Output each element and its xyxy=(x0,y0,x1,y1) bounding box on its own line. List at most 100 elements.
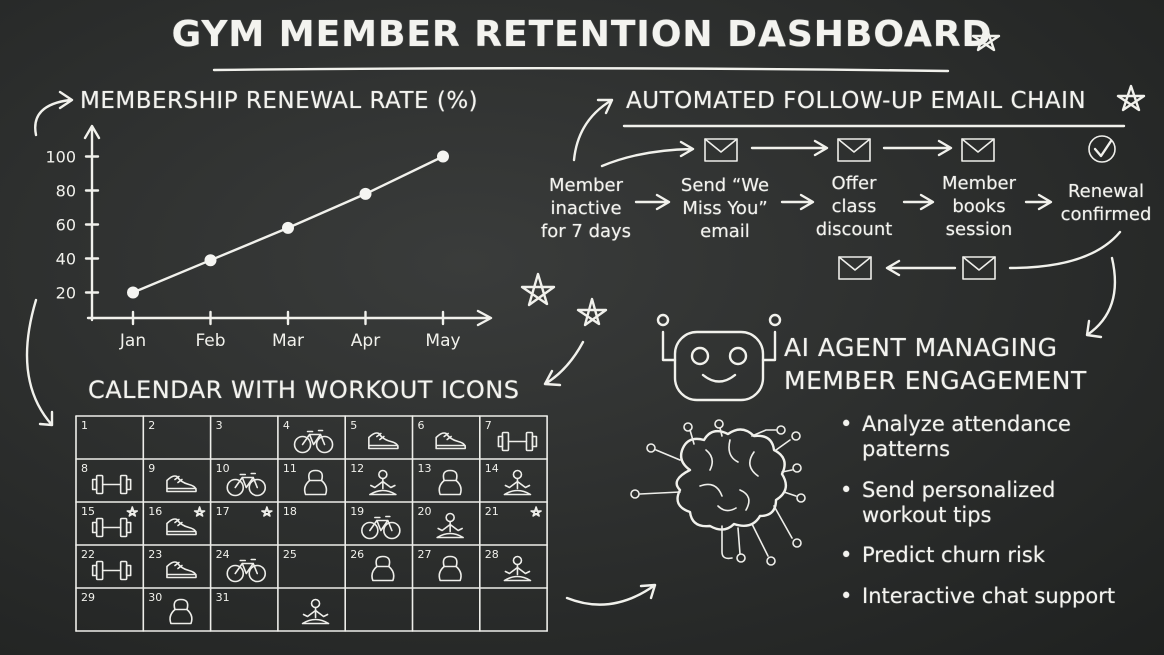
arrow-icon xyxy=(34,90,74,137)
calendar-day-cell: 24 xyxy=(216,548,267,583)
star-icon xyxy=(261,506,273,517)
list-item: • Predict churn risk xyxy=(840,543,1045,567)
calendar-day-cell: 16 xyxy=(148,505,206,536)
star-icon xyxy=(971,24,1001,52)
dumbbell-icon xyxy=(91,517,132,538)
calendar-day-cell: 3 xyxy=(216,419,223,432)
list-item: • Interactive chat support xyxy=(840,584,1116,608)
yoga-pose-icon xyxy=(369,469,397,496)
check-circle-icon xyxy=(1088,135,1116,163)
brain-icon xyxy=(630,419,806,566)
day-number: 9 xyxy=(148,462,155,475)
day-number: 28 xyxy=(485,548,499,561)
bike-icon xyxy=(226,472,267,497)
day-number: 21 xyxy=(485,505,499,518)
calendar-day-cell: 30 xyxy=(148,591,193,625)
x-tick-label: May xyxy=(425,331,460,351)
day-number: 19 xyxy=(350,505,364,518)
star-icon xyxy=(1116,84,1146,112)
y-tick-label: 60 xyxy=(56,216,76,235)
kettlebell-icon xyxy=(438,469,462,496)
agent-title-line-2: MEMBER ENGAGEMENT xyxy=(784,366,1087,395)
data-point xyxy=(282,221,294,234)
day-number: 3 xyxy=(216,419,223,432)
kettlebell-icon xyxy=(438,555,462,582)
day-number: 5 xyxy=(350,419,357,432)
calendar-day-cell xyxy=(301,598,330,625)
kettlebell-icon xyxy=(303,469,328,496)
star-icon xyxy=(530,506,542,517)
day-number: 31 xyxy=(216,591,230,604)
calendar-day-cell: 18 xyxy=(283,505,297,518)
calendar-day-cell: 17 xyxy=(216,505,273,518)
calendar-day-cell: 13 xyxy=(418,462,462,496)
calendar-day-cell: 23 xyxy=(148,548,197,579)
renewal-chart-title: MEMBERSHIP RENEWAL RATE (%) xyxy=(80,88,479,114)
day-number: 4 xyxy=(283,419,290,432)
bullet-dot-icon: • xyxy=(840,543,853,567)
envelope-icon xyxy=(961,138,995,162)
calendar-day-cell: 26 xyxy=(350,548,395,582)
calendar-day-cell: 6 xyxy=(418,419,467,450)
bike-icon xyxy=(226,558,267,583)
calendar-day-cell: 31 xyxy=(216,591,230,604)
yoga-pose-icon xyxy=(503,469,532,496)
data-point xyxy=(127,286,139,299)
day-number: 29 xyxy=(81,591,95,604)
day-number: 14 xyxy=(485,462,499,475)
day-number: 11 xyxy=(283,462,297,475)
arrow-icon xyxy=(572,98,614,162)
arrow-icon xyxy=(25,298,54,427)
calendar-day-cell: 29 xyxy=(81,591,95,604)
calendar-day-cell: 19 xyxy=(350,505,401,540)
yoga-pose-icon xyxy=(301,598,330,625)
day-number: 1 xyxy=(81,419,88,432)
dumbbell-icon xyxy=(91,474,132,495)
x-tick-label: Apr xyxy=(351,331,380,351)
calendar-day-cell: 20 xyxy=(418,505,464,539)
title-underline xyxy=(212,67,950,73)
envelope-icon xyxy=(962,256,996,280)
star-icon xyxy=(520,272,556,307)
calendar-day-cell: 14 xyxy=(485,462,532,496)
shoe-icon xyxy=(166,561,197,579)
data-point xyxy=(359,187,372,200)
calendar-title: CALENDAR WITH WORKOUT ICONS xyxy=(88,376,520,404)
shoe-icon xyxy=(368,432,399,450)
envelope-icon xyxy=(838,256,872,280)
calendar-day-cell: 15 xyxy=(81,505,139,538)
day-number: 7 xyxy=(485,419,492,432)
day-number: 18 xyxy=(283,505,297,518)
yoga-pose-icon xyxy=(436,512,464,539)
calendar-day-cell: 7 xyxy=(485,419,538,452)
dumbbell-icon xyxy=(497,431,538,452)
calendar-day-cell: 21 xyxy=(485,505,542,518)
calendar-day-cell: 8 xyxy=(81,462,132,495)
agent-title-line-1: AI AGENT MANAGING xyxy=(784,333,1058,362)
shoe-icon xyxy=(166,475,197,493)
calendar-day-cell: 5 xyxy=(350,419,399,450)
day-number: 16 xyxy=(148,505,162,518)
star-icon xyxy=(576,297,608,327)
calendar-day-cell: 2 xyxy=(148,419,155,432)
yoga-pose-icon xyxy=(503,555,532,582)
calendar-day-cell: 11 xyxy=(283,462,328,496)
day-number: 26 xyxy=(350,548,364,561)
star-icon xyxy=(193,506,206,517)
day-number: 30 xyxy=(148,591,162,604)
shoe-icon xyxy=(166,518,197,536)
day-number: 12 xyxy=(350,462,364,475)
calendar-day-cell: 10 xyxy=(216,462,267,497)
day-number: 13 xyxy=(418,462,432,475)
arrow-icon xyxy=(543,340,585,387)
star-icon xyxy=(126,506,139,517)
email-chain-title: AUTOMATED FOLLOW-UP EMAIL CHAIN xyxy=(626,88,1087,114)
calendar-day-cell: 28 xyxy=(485,548,532,582)
kettlebell-icon xyxy=(371,555,395,582)
day-number: 24 xyxy=(216,548,230,561)
